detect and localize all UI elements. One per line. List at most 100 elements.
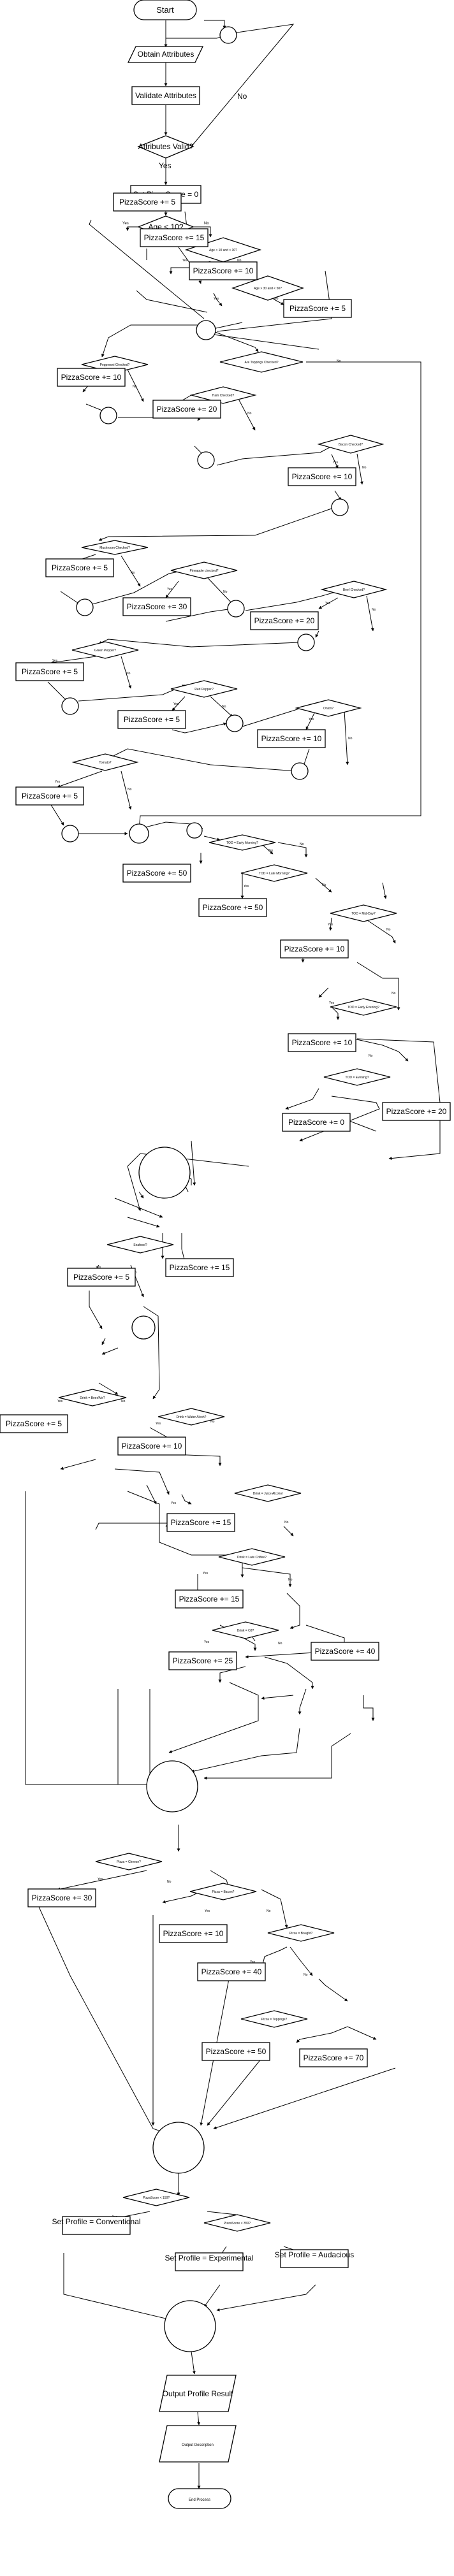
end-label: End Process [189, 2498, 210, 2502]
pepperoni-label: Pepperoni Checked? [100, 363, 130, 367]
box-age3-ps5 [283, 299, 352, 318]
box-tod2-ps50-label: PizzaScore += 50 [203, 903, 263, 912]
box-mush-ps5 [45, 558, 114, 577]
edge-label-mush-no: No [131, 571, 135, 575]
box-drink5-ps25-label: PizzaScore += 25 [173, 1656, 233, 1665]
merge-seafood [131, 1315, 156, 1340]
edge-label-drink5-no: No [278, 1642, 282, 1646]
merge-ham [197, 451, 215, 469]
edge-label-pizza1-no: No [167, 1880, 172, 1884]
box-ham-ps20-label: PizzaScore += 20 [157, 405, 217, 414]
merge-tomato [61, 825, 79, 843]
edge-label-drink2-yes: Yes [156, 1422, 161, 1426]
box-pizza3-ps40 [197, 1962, 266, 1981]
age-10-30-label: Age > 10 and < 30? [209, 249, 237, 252]
box-drink4-ps15-label: PizzaScore += 15 [179, 1595, 240, 1603]
edge-label-drink1-no: No [121, 1400, 126, 1403]
box-mush-ps5-label: PizzaScore += 5 [52, 563, 108, 572]
merge-tod-entry [186, 822, 203, 839]
pizza-bought-decision [267, 1924, 335, 1942]
start-terminal [133, 0, 197, 20]
bacon-decision [317, 435, 384, 454]
attributes-valid-label: Attributes Valid? [138, 142, 194, 151]
box-tomato-ps5 [15, 786, 84, 806]
box-pep-ps10 [57, 368, 126, 387]
merge-pine [227, 600, 245, 618]
end-terminal [168, 2488, 231, 2509]
toppings-label: Are Toppings Checked? [245, 361, 279, 365]
edge-label-pizza2-no: No [267, 1909, 271, 1913]
box-tod4-ps10 [288, 1033, 356, 1052]
drink-beer-label: Drink = Beer/Ale? [80, 1396, 105, 1400]
box-tomato-ps5-label: PizzaScore += 5 [22, 792, 78, 800]
edge-label-drink5-yes: Yes [204, 1640, 210, 1644]
edge-label-green-no: No [126, 672, 131, 676]
toppings-decision [219, 351, 304, 373]
edge-label-tod2-no: No [322, 883, 326, 887]
edge-label-tod3-no: No [386, 928, 391, 932]
mushroom-label: Mushroom Checked? [99, 546, 130, 550]
box-drink1-ps5 [0, 1414, 68, 1433]
edge-label-drink3-yes: Yes [171, 1501, 177, 1505]
box-red-ps5 [117, 710, 186, 729]
drink-beer-decision [58, 1389, 127, 1407]
box-profile-experimental-label: Set Profile = Experimental [165, 2254, 253, 2262]
edge-label-age2-no: No [274, 297, 279, 301]
output-description-label: Output Description [182, 2443, 214, 2447]
box-age-ps5-label: PizzaScore += 5 [119, 198, 175, 206]
edge-label-seafood-yes: Yes [96, 1266, 101, 1270]
box-onion-ps10-label: PizzaScore += 10 [261, 734, 322, 743]
pineapple-decision [170, 561, 238, 579]
box-pizza5-ps70-label: PizzaScore += 70 [304, 2053, 364, 2062]
box-drink3-ps15 [166, 1513, 235, 1532]
edge-label-bacon-yes: Yes [333, 461, 339, 465]
drink-juice-label: Drink = Juice Alcohol [253, 1492, 283, 1496]
box-pine-ps30-label: PizzaScore += 30 [127, 602, 187, 611]
box-drink1-ps5-label: PizzaScore += 5 [6, 1419, 62, 1428]
edge-label-pine-yes: Yes [167, 588, 173, 591]
drink-oj-label: Drink = OJ? [237, 1629, 254, 1633]
drink-water-decision [157, 1408, 225, 1426]
box-seafood-ps5 [67, 1268, 136, 1287]
edge-label-onion-no: No [348, 737, 353, 741]
box-pizza3-ps40-label: PizzaScore += 40 [201, 1967, 262, 1976]
start-label: Start [156, 5, 174, 15]
edge-label-drink4-no: No [288, 1578, 293, 1582]
edge-label-tod4-yes: Yes [329, 1001, 335, 1005]
tod-early-evening-decision [330, 998, 397, 1016]
ham-decision [189, 386, 257, 404]
edge-label-tod5-no: No [369, 1054, 373, 1058]
edge-label-age1-yes: Yes [182, 259, 188, 263]
box-age1-ps15 [140, 228, 209, 247]
edge-label-pep-no: No [133, 385, 137, 389]
age-30-50-decision [231, 275, 304, 301]
box-seafood-ps15-label: PizzaScore += 15 [170, 1263, 230, 1272]
obtain-attributes-label: Obtain Attributes [138, 50, 194, 59]
box-tod3-ps10 [280, 939, 349, 959]
box-drink3-ps15-label: PizzaScore += 15 [171, 1518, 231, 1527]
tomato-decision [71, 753, 139, 771]
edge-label-drink1-yes: Yes [57, 1400, 63, 1403]
merge-age [196, 320, 216, 340]
tod-late-morning-decision [240, 864, 308, 882]
box-pep-ps10-label: PizzaScore += 10 [61, 373, 122, 382]
edge-label-red-yes: Yes [173, 702, 179, 706]
drink-coffee-decision [218, 1548, 286, 1566]
box-tod5-ps0-label: PizzaScore += 0 [288, 1118, 344, 1127]
merge-pep [99, 407, 117, 424]
box-profile-experimental [175, 2252, 244, 2271]
onion-decision [295, 699, 362, 717]
box-pizza2-ps10-label: PizzaScore += 10 [163, 1929, 224, 1938]
box-profile-audacious [280, 2249, 349, 2268]
box-pizza5-ps70 [299, 2048, 368, 2067]
box-onion-ps10 [257, 729, 326, 748]
mushroom-decision [81, 540, 149, 555]
box-tod4-ps10-label: PizzaScore += 10 [292, 1038, 353, 1047]
edge-label-pine-no: No [223, 590, 228, 594]
pizza-toppings-decision [240, 2010, 308, 2028]
tomato-label: Tomato? [99, 761, 111, 765]
box-profile-conventional-label: Set Profile = Conventional [52, 2217, 140, 2226]
box-drink6-ps40 [311, 1642, 379, 1661]
merge-profile [164, 2300, 216, 2352]
